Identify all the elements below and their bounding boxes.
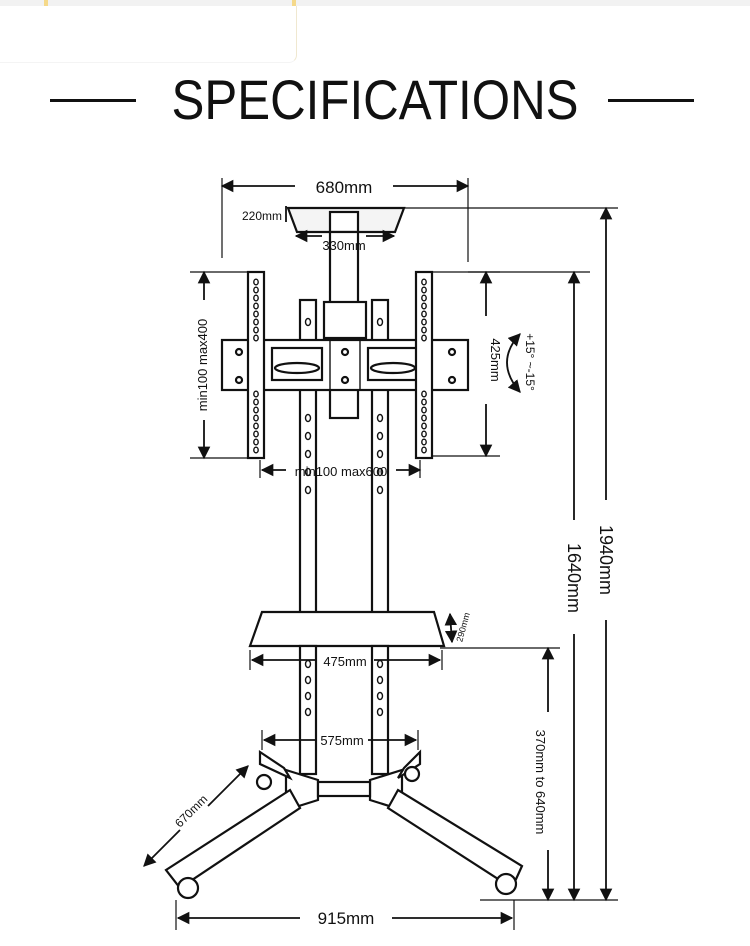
label-shelf-height: 370mm to 640mm	[533, 730, 548, 835]
label-vesa-horizontal: min100 max600	[295, 464, 388, 479]
label-overall-width: 680mm	[316, 178, 373, 197]
vesa-arm-holes	[253, 278, 427, 454]
pole-hole	[376, 431, 384, 441]
arm-hole	[421, 390, 427, 398]
label-shelf-width: 475mm	[323, 654, 366, 669]
arm-hole	[253, 422, 259, 430]
arm-hole	[253, 390, 259, 398]
arm-hole	[421, 422, 427, 430]
right-vesa-arm	[414, 270, 434, 460]
pole-hole	[376, 675, 384, 685]
arm-hole	[253, 430, 259, 438]
stand-drawing	[164, 206, 524, 900]
arm-hole	[253, 294, 259, 302]
header-rule-left	[50, 99, 136, 102]
arm-hole	[253, 446, 259, 454]
label-leg-span: 575mm	[320, 733, 363, 748]
arm-hole	[421, 446, 427, 454]
arm-hole	[421, 310, 427, 318]
arm-hole	[253, 286, 259, 294]
left-vesa-arm	[246, 270, 266, 460]
arm-hole	[421, 406, 427, 414]
top-plate-bracket	[328, 210, 360, 234]
base-crossbar	[316, 780, 372, 798]
section-header: SPECIFICATIONS	[0, 62, 750, 142]
pole-hole	[376, 691, 384, 701]
pole-hole	[304, 675, 312, 685]
arm-hole	[421, 318, 427, 326]
label-leg-length: 670mm	[172, 792, 210, 830]
arm-hole	[421, 398, 427, 406]
dimension-labels: 680mm 220mm 330mm min100 max400 min100 m…	[172, 178, 616, 928]
pole-hole	[304, 691, 312, 701]
label-tilt: +15° ~-15°	[523, 333, 537, 391]
wheel	[403, 765, 421, 783]
arm-hole	[253, 326, 259, 334]
pole-hole	[304, 659, 312, 669]
label-total-height: 1940mm	[596, 525, 616, 595]
arm-hole	[421, 326, 427, 334]
arm-hole	[421, 414, 427, 422]
pole-holes	[304, 317, 384, 717]
pole-hole	[304, 449, 312, 459]
pole-bracket	[322, 300, 368, 340]
label-bracket-height: 425mm	[488, 338, 503, 381]
pole-hole	[376, 467, 384, 477]
dimension-lines	[143, 178, 618, 930]
arm-hole	[421, 334, 427, 342]
base-leg-back-left	[258, 749, 293, 781]
label-plate-width: 330mm	[322, 238, 365, 253]
arm-hole	[421, 286, 427, 294]
pole-hole	[304, 413, 312, 423]
arm-hole	[421, 294, 427, 302]
shelf	[248, 610, 446, 648]
arm-hole	[421, 302, 427, 310]
arm-hole	[253, 302, 259, 310]
base-leg-front-right	[386, 788, 524, 890]
arm-hole	[253, 398, 259, 406]
pole-hole	[376, 449, 384, 459]
pole-hole	[376, 707, 384, 717]
arm-hole	[253, 278, 259, 286]
label-vesa-vertical: min100 max400	[195, 319, 210, 412]
arm-hole	[253, 334, 259, 342]
arm-hole	[421, 278, 427, 286]
pole-hole	[376, 659, 384, 669]
strip-marker	[292, 0, 296, 6]
arm-hole	[253, 406, 259, 414]
top-card-edge	[0, 0, 297, 63]
pole-hole	[376, 413, 384, 423]
pole-hole	[376, 485, 384, 495]
wheel	[176, 876, 200, 900]
base-leg-front-left	[164, 788, 302, 890]
arm-hole	[421, 438, 427, 446]
pole-hole	[304, 431, 312, 441]
label-top-plate: 220mm	[242, 209, 282, 223]
arm-hole	[253, 318, 259, 326]
arm-hole	[421, 430, 427, 438]
arm-hole	[253, 414, 259, 422]
header-rule-right	[608, 99, 694, 102]
pole-hole	[304, 485, 312, 495]
wheel	[255, 773, 273, 791]
label-mount-height: 1640mm	[564, 543, 584, 613]
label-base-width: 915mm	[318, 909, 375, 928]
pole-hole	[376, 317, 384, 327]
pole-hole	[304, 467, 312, 477]
pole-hole	[304, 317, 312, 327]
arm-hole	[253, 438, 259, 446]
pole-hole	[304, 707, 312, 717]
wheel	[494, 872, 518, 896]
top-strip	[0, 0, 750, 6]
strip-marker	[44, 0, 48, 6]
arm-hole	[253, 310, 259, 318]
label-shelf-depth: 290mm	[454, 611, 471, 643]
page-title: SPECIFICATIONS	[171, 68, 579, 131]
